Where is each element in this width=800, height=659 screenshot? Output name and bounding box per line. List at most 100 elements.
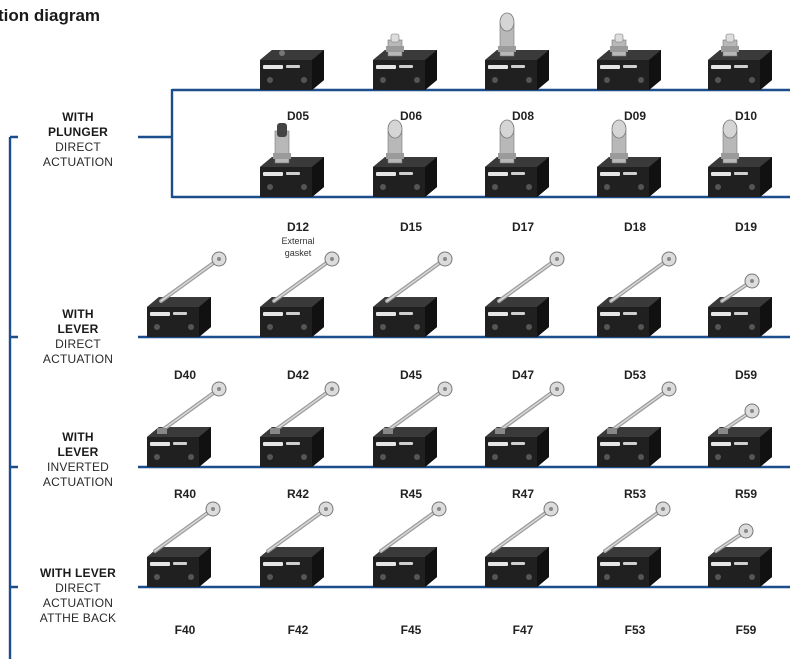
switch-code-label: F45 bbox=[400, 623, 422, 637]
switch-item-d06: D06 bbox=[369, 22, 453, 132]
switch-note-label: gasket bbox=[284, 248, 312, 258]
switch-code-label: D15 bbox=[399, 220, 422, 234]
roller-lever-switch-icon bbox=[597, 251, 677, 337]
switch-code-label: F40 bbox=[174, 623, 196, 637]
switch-item-f42: F42 bbox=[256, 501, 340, 637]
switch-code-label: D59 bbox=[734, 368, 757, 382]
switch-item-d10: D10 bbox=[704, 22, 788, 132]
group-label-line: ACTUATION bbox=[18, 596, 138, 611]
switch-item-d42: D42 bbox=[256, 251, 340, 382]
switch-item-d17: D17 bbox=[481, 119, 565, 239]
panel-plunger-switch-icon bbox=[597, 33, 661, 90]
switch-note-label: External bbox=[281, 236, 315, 246]
group-label-line: DIRECT bbox=[18, 140, 138, 155]
switch-item-f59: F59 bbox=[704, 519, 788, 637]
switch-code-label: D40 bbox=[173, 368, 196, 382]
switch-item-r59: R59 bbox=[704, 399, 788, 509]
inverted-roller-lever-switch-icon bbox=[147, 381, 227, 467]
back-roller-lever-switch-icon bbox=[147, 501, 221, 587]
switch-item-r40: R40 bbox=[143, 381, 227, 509]
group-label-line: LEVER bbox=[18, 445, 138, 460]
roller-plunger-switch-icon bbox=[485, 12, 549, 90]
switch-code-label: D10 bbox=[734, 109, 757, 123]
inverted-short-roller-lever-switch-icon bbox=[708, 403, 772, 467]
group-label-line: ATTHE BACK bbox=[18, 611, 138, 626]
switch-item-r42: R42 bbox=[256, 381, 340, 509]
group-label-line: PLUNGER bbox=[18, 125, 138, 140]
switch-code-label: R40 bbox=[173, 487, 196, 501]
switch-code-label: D47 bbox=[511, 368, 534, 382]
cross-roller-plunger-switch-icon bbox=[708, 119, 772, 197]
roller-lever-switch-icon bbox=[373, 251, 453, 337]
switch-code-label: F42 bbox=[287, 623, 309, 637]
switch-code-label: R45 bbox=[399, 487, 422, 501]
gasket-plunger-switch-icon bbox=[260, 123, 324, 197]
back-short-roller-lever-switch-icon bbox=[708, 523, 772, 587]
switch-item-r47: R47 bbox=[481, 381, 565, 509]
switch-item-r45: R45 bbox=[369, 381, 453, 509]
page-title: tion diagram bbox=[0, 6, 101, 25]
group-label-line: ACTUATION bbox=[18, 475, 138, 490]
back-roller-lever-switch-icon bbox=[485, 501, 559, 587]
group-label-line: DIRECT bbox=[18, 337, 138, 352]
roller-plunger-switch-icon bbox=[485, 119, 549, 197]
switch-item-r53: R53 bbox=[593, 381, 677, 509]
roller-lever-switch-icon bbox=[485, 251, 565, 337]
side-roller-plunger-switch-icon bbox=[597, 119, 661, 197]
switch-item-d09: D09 bbox=[593, 22, 677, 132]
switch-item-d18: D18 bbox=[593, 119, 677, 239]
roller-lever-switch-icon bbox=[260, 251, 340, 337]
switch-code-label: D17 bbox=[511, 220, 534, 234]
switch-code-label: R59 bbox=[734, 487, 757, 501]
roller-lever-switch-icon bbox=[147, 251, 227, 337]
switch-code-label: D42 bbox=[286, 368, 309, 382]
switch-code-label: F53 bbox=[624, 623, 646, 637]
switch-code-label: D19 bbox=[734, 220, 757, 234]
group-label-line: ACTUATION bbox=[18, 352, 138, 367]
group-label-line: LEVER bbox=[18, 322, 138, 337]
inverted-roller-lever-switch-icon bbox=[485, 381, 565, 467]
back-roller-lever-switch-icon bbox=[260, 501, 334, 587]
switch-code-label: D09 bbox=[623, 109, 646, 123]
switch-code-label: F47 bbox=[512, 623, 534, 637]
group-label-line: WITH LEVER bbox=[18, 566, 138, 581]
switch-item-d59: D59 bbox=[704, 269, 788, 382]
group-label-line: WITH bbox=[18, 307, 138, 322]
switch-code-label: D18 bbox=[623, 220, 646, 234]
roller-plunger-switch-icon bbox=[373, 119, 437, 197]
switch-item-f53: F53 bbox=[593, 501, 677, 637]
switch-item-f40: F40 bbox=[143, 501, 227, 637]
switch-item-d19: D19 bbox=[704, 119, 788, 239]
switch-item-d45: D45 bbox=[369, 251, 453, 382]
inverted-roller-lever-switch-icon bbox=[597, 381, 677, 467]
flush-plunger-switch-icon bbox=[260, 50, 324, 90]
back-roller-lever-switch-icon bbox=[597, 501, 671, 587]
group-label-line: INVERTED bbox=[18, 460, 138, 475]
switch-item-f47: F47 bbox=[481, 501, 565, 637]
switch-code-label: D12 bbox=[286, 220, 309, 234]
switch-item-f45: F45 bbox=[369, 501, 453, 637]
switch-item-d53: D53 bbox=[593, 251, 677, 382]
switch-code-label: R42 bbox=[286, 487, 309, 501]
switch-code-label: R47 bbox=[511, 487, 534, 501]
switch-code-label: D53 bbox=[623, 368, 646, 382]
switch-code-label: R53 bbox=[623, 487, 646, 501]
group-label-line: WITH bbox=[18, 110, 138, 125]
group-label-line: DIRECT bbox=[18, 581, 138, 596]
switch-code-label: F59 bbox=[735, 623, 757, 637]
pin-plunger-switch-icon bbox=[373, 33, 437, 90]
group-label-line: WITH bbox=[18, 430, 138, 445]
switch-code-label: D08 bbox=[511, 109, 534, 123]
back-roller-lever-switch-icon bbox=[373, 501, 447, 587]
inverted-roller-lever-switch-icon bbox=[373, 381, 453, 467]
switch-item-d08: D08 bbox=[481, 12, 565, 132]
switch-item-d47: D47 bbox=[481, 251, 565, 382]
switch-item-d40: D40 bbox=[143, 251, 227, 382]
short-roller-lever-switch-icon bbox=[708, 273, 772, 337]
switch-item-d15: D15 bbox=[369, 119, 453, 239]
